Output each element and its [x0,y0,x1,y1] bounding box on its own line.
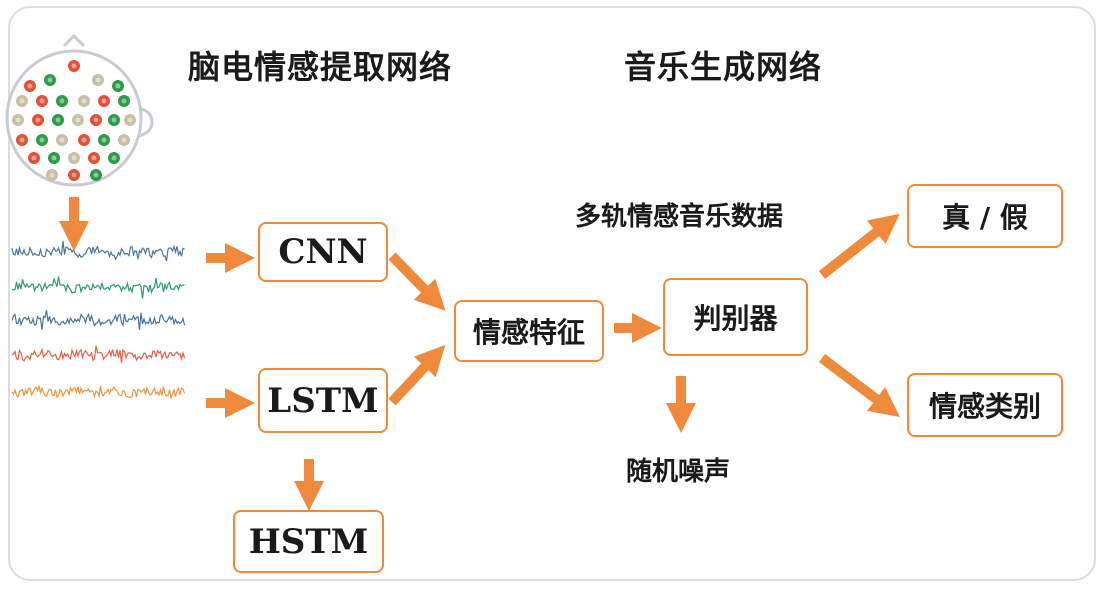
electrode-dot-center [49,172,55,178]
electrode-dot [68,60,80,72]
electrode-dot [88,152,100,164]
electrode-dot-center [71,172,77,178]
eeg-wave-line [11,384,186,400]
electrode-dot [48,152,60,164]
arrow-lstm-to-features [388,345,446,406]
electrode-dot [16,95,28,107]
electrode-dot [72,114,84,126]
electrode-dot-center [111,155,117,161]
electrode-dot [52,114,64,126]
electrode-dot-center [39,98,45,104]
electrode-dot-center [39,137,45,143]
electrode-dot-center [27,83,33,89]
electrode-dot-center [127,117,133,123]
electrode-dot-center [35,117,41,123]
electrode-dot [118,95,130,107]
electrode-dot-center [51,155,57,161]
electrode-dot-center [75,117,81,123]
cnn-node: CNN [258,222,388,282]
electrode-dot [36,95,48,107]
electrode-dot-center [121,137,127,143]
emotion-features-node: 情感特征 [454,300,604,362]
electrode-dot-center [31,155,37,161]
electrode-dot-center [19,137,25,143]
discriminator-node: 判别器 [663,278,808,356]
electrode-dot [90,114,102,126]
electrode-dot-center [101,98,107,104]
electrode-dot-center [81,137,87,143]
electrode-dot [108,152,120,164]
electrode-dot [44,74,56,86]
electrode-dot [68,152,80,164]
electrode-dot [112,80,124,92]
electrode-dot [98,95,110,107]
electrode-dot [46,169,58,181]
real-fake-node: 真 / 假 [907,184,1063,248]
arrow-discriminator-to-emotion-class [818,354,900,418]
electrode-dot-center [59,98,65,104]
electrode-dot-center [15,117,21,123]
hstm-node: HSTM [233,510,384,573]
electrode-dot-center [71,63,77,69]
electrode-dot-center [81,98,87,104]
electrode-dot-center [115,83,121,89]
electrode-dot [118,134,130,146]
eeg-network-title: 脑电情感提取网络 [188,48,453,86]
electrode-dot-center [95,77,101,83]
electrode-dot-center [111,117,117,123]
electrode-dot [12,114,24,126]
random-noise-label: 随机噪声 [626,457,731,487]
electrode-dot-center [71,155,77,161]
electrode-dot-center [121,98,127,104]
electrode-dot [124,114,136,126]
electrode-dot-center [47,77,53,83]
electrode-dot-center [19,98,25,104]
electrode-dot [78,134,90,146]
electrode-dot [68,169,80,181]
eeg-waveforms [11,240,186,400]
eeg-wave-line [11,276,185,299]
electrode-dot [108,114,120,126]
electrode-dot [32,114,44,126]
diagram-frame [8,6,1096,581]
electrode-dot [36,134,48,146]
electrode-dot [98,134,110,146]
flow-arrows [59,197,900,511]
electrode-dot-center [93,172,99,178]
electrode-dot [16,134,28,146]
eeg-head-icon [5,33,154,187]
electrode-dot [92,74,104,86]
electrode-grid [12,60,136,181]
eeg-wave-line [11,309,186,331]
music-network-title: 音乐生成网络 [624,48,823,86]
electrode-dot [28,152,40,164]
electrode-dot [56,95,68,107]
emotion-class-node: 情感类别 [907,373,1063,437]
multitrack-music-label: 多轨情感音乐数据 [575,202,784,232]
eeg-wave-line [11,345,186,364]
electrode-dot-center [93,117,99,123]
electrode-dot [90,169,102,181]
lstm-node: LSTM [258,368,388,433]
arrow-discriminator-to-real-fake [818,213,900,279]
electrode-dot [56,134,68,146]
electrode-dot [24,80,36,92]
eeg-wave-line [11,240,185,262]
electrode-dot [78,95,90,107]
electrode-dot-center [101,137,107,143]
electrode-dot-center [55,117,61,123]
electrode-dot-center [59,137,65,143]
arrow-cnn-to-features [388,252,446,311]
electrode-dot-center [91,155,97,161]
